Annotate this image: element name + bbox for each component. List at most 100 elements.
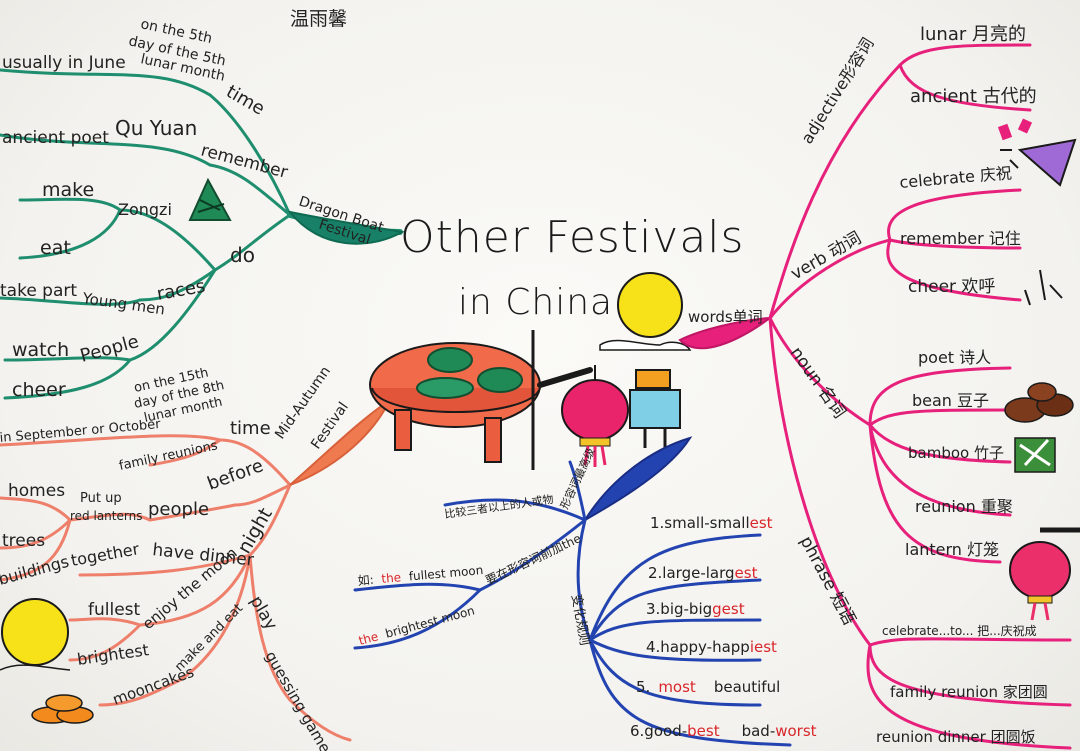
rule-5-tail: beautiful (714, 678, 780, 696)
qu-yuan: Qu Yuan (115, 116, 197, 140)
svg-text:the brightest moon: the brightest moon (357, 603, 476, 647)
superlative-branches (353, 460, 792, 747)
make-eat: make and eat (172, 601, 246, 675)
rule-6-base: 6.good- (630, 722, 687, 740)
together: together (69, 539, 141, 570)
svg-text:2.large-largest: 2.large-largest (648, 564, 758, 582)
usually-june: usually in June (2, 53, 126, 73)
mooncake-icon (31, 694, 94, 724)
ex-label: 如: (357, 572, 374, 588)
zongzi: Zongzi (118, 200, 172, 219)
verb: verb 动词 (788, 228, 865, 284)
cheer-word: cheer 欢呼 (908, 277, 995, 297)
rule-4-suffix: iest (750, 638, 777, 656)
mooncake-stand-icon (629, 369, 681, 448)
party-popper-icon (997, 118, 1077, 187)
rule-5-base: 5. (636, 678, 650, 696)
title-line-1: Other Festivals (400, 212, 745, 263)
ex1-the: the (381, 570, 402, 586)
people-mid: people (148, 499, 209, 520)
celebrate-to: celebrate...to... 把...庆祝成 (882, 624, 1037, 638)
reunion-dinner: reunion dinner 团圆饭 (876, 728, 1036, 746)
ex2-the: the (357, 629, 380, 648)
fullest: fullest (88, 600, 141, 620)
dragon-boat-leaf (287, 210, 405, 245)
make: make (42, 179, 94, 201)
rule-1-base: 1.small-small (650, 514, 750, 532)
rule-6-suffix: best (687, 722, 720, 740)
reunion: reunion 重聚 (915, 497, 1013, 516)
rule-4-base: 4.happy-happ (646, 638, 750, 656)
ex2-rest: brightest moon (384, 603, 476, 640)
eat: eat (40, 237, 71, 259)
poet: poet 诗人 (918, 348, 991, 367)
rule-5-suffix: most (658, 678, 696, 696)
rule-2-base: 2.large-larg (648, 564, 735, 582)
bean: bean 豆子 (912, 391, 989, 410)
super-branch-1: 比较三者以上的人或物 (443, 492, 554, 521)
watch: watch (12, 339, 69, 361)
dragon-boat-branches (0, 68, 403, 400)
super-rule-label: 变化规则 (568, 593, 593, 647)
lunar: lunar 月亮的 (920, 24, 1026, 45)
rule-6-tail: bad- (742, 722, 776, 740)
dragon-remember: remember (199, 141, 290, 183)
phrase: phrase 短语 (796, 533, 860, 629)
rule-2-suffix: est (735, 564, 758, 582)
mooncakes: mooncakes (110, 663, 196, 709)
words-branches (768, 43, 1072, 750)
bamboo: bamboo 竹子 (908, 444, 1004, 462)
cheer-dragon: cheer (12, 379, 66, 401)
lantern-icon (561, 365, 629, 467)
mid-autumn-branches (0, 434, 352, 742)
right-lantern-icon (1009, 527, 1080, 621)
superlative-leaf (584, 436, 693, 521)
buildings: buildings (0, 552, 71, 589)
guessing-games: guessing games (262, 648, 339, 751)
people-dragon: People (78, 331, 141, 367)
svg-text:3.big-biggest: 3.big-biggest (646, 600, 745, 618)
author: 温雨馨 (290, 8, 347, 30)
in-sep-oct: in September or October (0, 417, 162, 446)
adjective: adjective形容词 (797, 34, 877, 147)
words-label: words单词 (688, 308, 763, 326)
title-line-2: in China (458, 282, 614, 323)
cheer-icon (1024, 269, 1063, 306)
celebrate: celebrate 庆祝 (899, 163, 1013, 192)
dragon-do: do (230, 243, 255, 267)
ancient: ancient 古代的 (910, 86, 1037, 107)
rule-1-suffix: est (750, 514, 773, 532)
rule-3-suffix: gest (712, 600, 745, 618)
ancient-poet: ancient poet (2, 128, 109, 148)
before: before (205, 455, 267, 495)
table-illustration (369, 342, 541, 463)
svg-text:1.small-smallest: 1.small-smallest (650, 514, 773, 532)
put-up-1: Put up (80, 491, 122, 506)
family-reunions: family reunions (118, 438, 220, 474)
svg-text:4.happy-happiest: 4.happy-happiest (646, 638, 777, 656)
trees: trees (2, 531, 45, 551)
put-up-2: red lanterns (70, 509, 142, 523)
take-part: take part (0, 281, 77, 301)
moon-icon (599, 272, 692, 351)
bottom-moon-icon (0, 598, 71, 671)
family-reunion: family reunion 家团圆 (890, 683, 1048, 701)
bean-icon (1004, 382, 1074, 423)
mid-time: time (230, 418, 271, 439)
ex1-rest: fullest moon (408, 563, 484, 583)
play: play (246, 593, 281, 634)
zongzi-icon (188, 177, 232, 221)
young-men: Young men (80, 289, 166, 319)
svg-text:如: the fullest moo: 如: the fullest moon (357, 562, 484, 588)
remember-word: remember 记住 (900, 229, 1021, 248)
super-the-prefix: 要在形容词前加the (483, 530, 583, 587)
noun: noun 名词 (786, 343, 849, 422)
lantern-word: lantern 灯笼 (905, 540, 999, 559)
rule-6-tail-suffix: worst (775, 722, 816, 740)
bamboo-icon (1014, 437, 1056, 473)
rule-3-base: 3.big-big (646, 600, 712, 618)
